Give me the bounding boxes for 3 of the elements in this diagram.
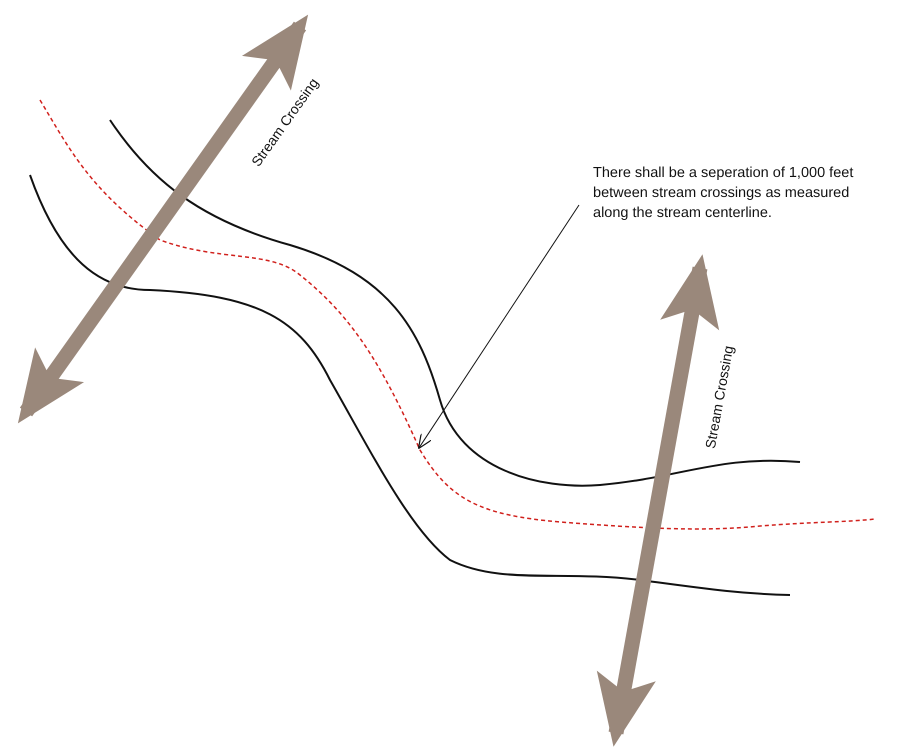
arrow-label: Stream Crossing [702,344,736,450]
leader-line [418,204,580,450]
note-text: There shall be a seperation of 1,000 feet between stream crossings as measured along the stream centerline. [593,164,854,223]
